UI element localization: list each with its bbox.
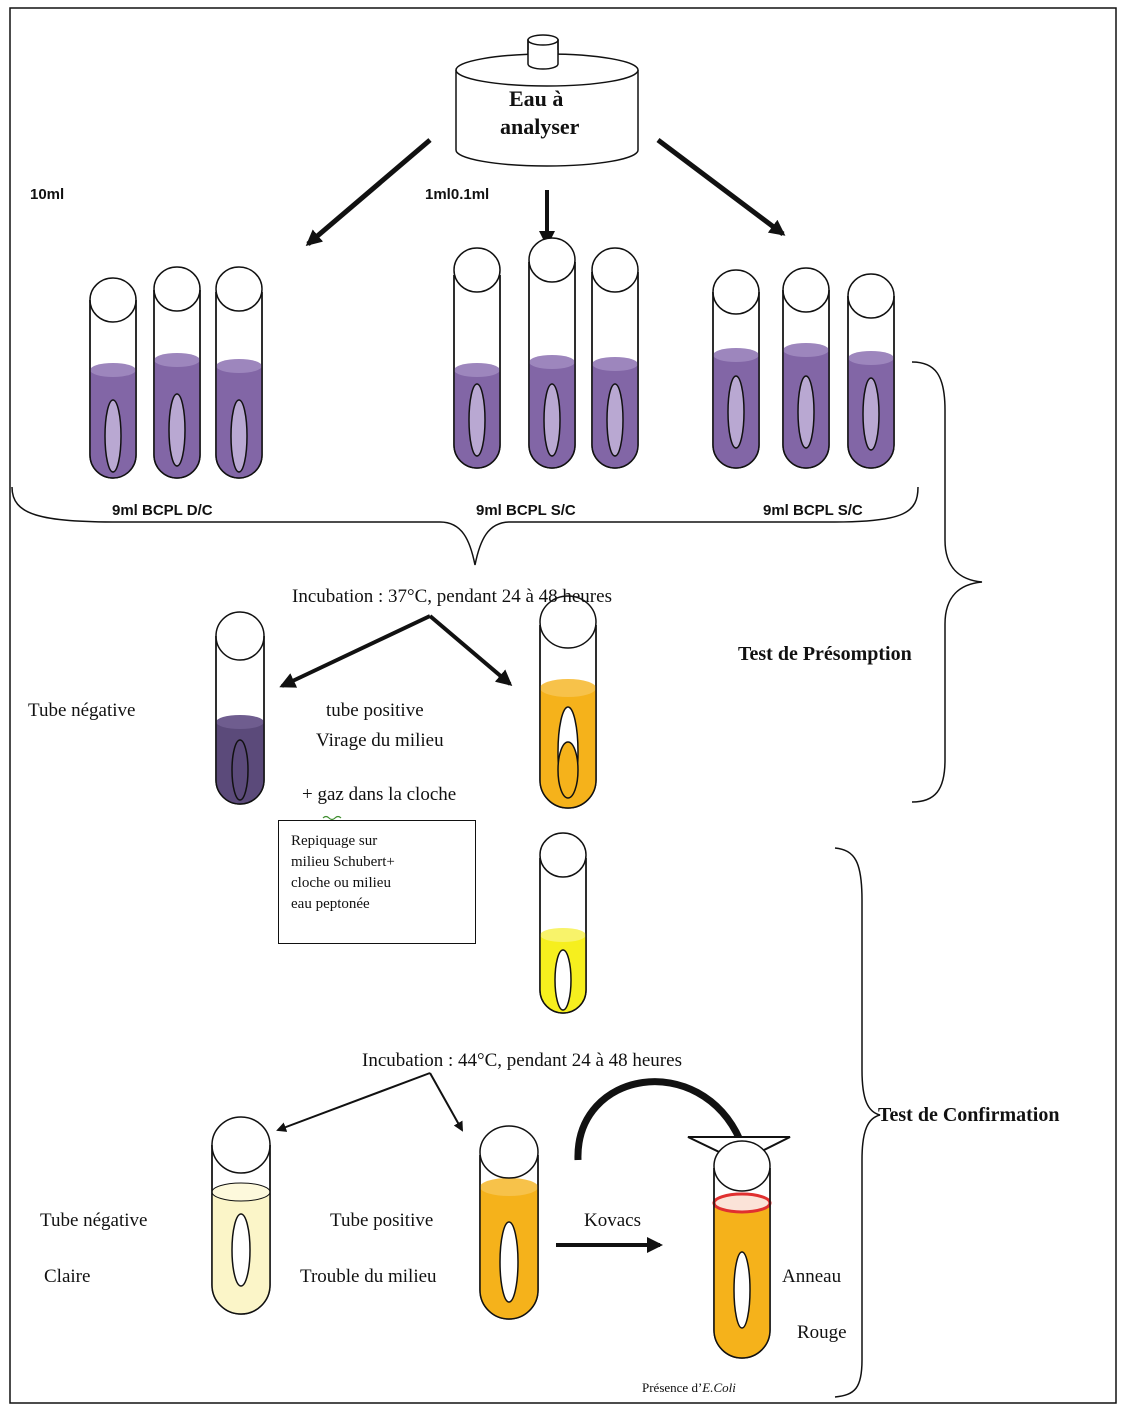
tube	[847, 273, 895, 469]
negative-tube-presumption	[215, 611, 265, 805]
subculture-note-text: Repiquage sur milieu Schubert+ cloche ou…	[291, 833, 395, 912]
confirmation-negative-line2: Claire	[44, 1266, 91, 1287]
kovacs-result-tube	[712, 1140, 772, 1359]
confirmation-bracket-label: Test de Confirmation	[878, 1104, 1060, 1126]
confirmation-positive-line1: Tube positive	[330, 1210, 434, 1231]
tube	[153, 266, 201, 479]
positive-tube-confirmation	[479, 1125, 539, 1320]
ecoli-result-prefix: Présence d’	[642, 1380, 703, 1395]
presumption-incubation-label: Incubation : 37°C, pendant 24 à 48 heure…	[292, 586, 612, 607]
ecoli-result-label: Présence d’E.Coli	[642, 1380, 736, 1396]
ring-label-line2: Rouge	[797, 1322, 847, 1343]
volume-10ml: 10ml	[30, 186, 65, 203]
tube-group-1	[89, 266, 263, 479]
tube-group-2	[453, 237, 639, 469]
curved-arrow	[574, 1078, 744, 1161]
presumption-positive-line1: tube positive	[326, 700, 424, 721]
confirmation-positive-line2: Trouble du milieu	[300, 1266, 437, 1287]
presumption-bracket-label: Test de Présomption	[738, 643, 912, 665]
tube	[89, 277, 137, 479]
confirmation-negative-line1: Tube négative	[40, 1210, 148, 1231]
ring-label-line1: Anneau	[782, 1266, 842, 1287]
arrow-to-confirm-negative	[276, 1072, 431, 1132]
tube-group-3	[712, 267, 895, 469]
tube	[591, 247, 639, 469]
tube-group-2-label: 9ml BCPL S/C	[476, 502, 576, 519]
tubes-curly-brace	[11, 486, 919, 566]
presumption-positive-line2: Virage du milieu	[316, 730, 444, 751]
subculture-note-box: Repiquage sur milieu Schubert+ cloche ou…	[278, 820, 476, 944]
arrow-to-negative-tube	[279, 614, 431, 688]
tube	[782, 267, 830, 469]
confirmation-incubation-label: Incubation : 44°C, pendant 24 à 48 heure…	[362, 1050, 682, 1071]
arrow-to-confirm-positive	[429, 1072, 463, 1132]
tube-group-1-label: 9ml BCPL D/C	[112, 502, 213, 519]
water-sample-container	[455, 34, 639, 167]
negative-tube-confirmation	[211, 1116, 271, 1315]
presumption-bracket	[911, 361, 983, 803]
kovacs-label: Kovacs	[584, 1210, 641, 1231]
presumption-positive-line3: + gaz dans la cloche	[302, 784, 457, 805]
tube	[215, 266, 263, 479]
tube	[712, 269, 760, 469]
tube	[528, 237, 576, 469]
arrow-to-group-10ml	[305, 138, 432, 246]
positive-tube-presumption	[539, 595, 597, 809]
page-frame	[9, 7, 1117, 1404]
ecoli-species: E.Coli	[702, 1380, 736, 1395]
red-ring	[712, 1192, 772, 1214]
presumption-negative-label: Tube négative	[28, 700, 136, 721]
arrow-to-group-01ml	[656, 138, 786, 236]
tube	[453, 247, 501, 469]
schubert-tube	[539, 832, 587, 1014]
arrow-to-positive-tube	[428, 614, 513, 686]
volume-1ml-01ml: 1ml0.1ml	[425, 186, 490, 203]
source-label-line2: analyser	[500, 114, 580, 139]
source-label-line1: Eau à	[509, 86, 564, 111]
spell-underline	[322, 815, 342, 821]
tube-group-3-label: 9ml BCPL S/C	[763, 502, 863, 519]
confirmation-bracket	[834, 847, 881, 1398]
